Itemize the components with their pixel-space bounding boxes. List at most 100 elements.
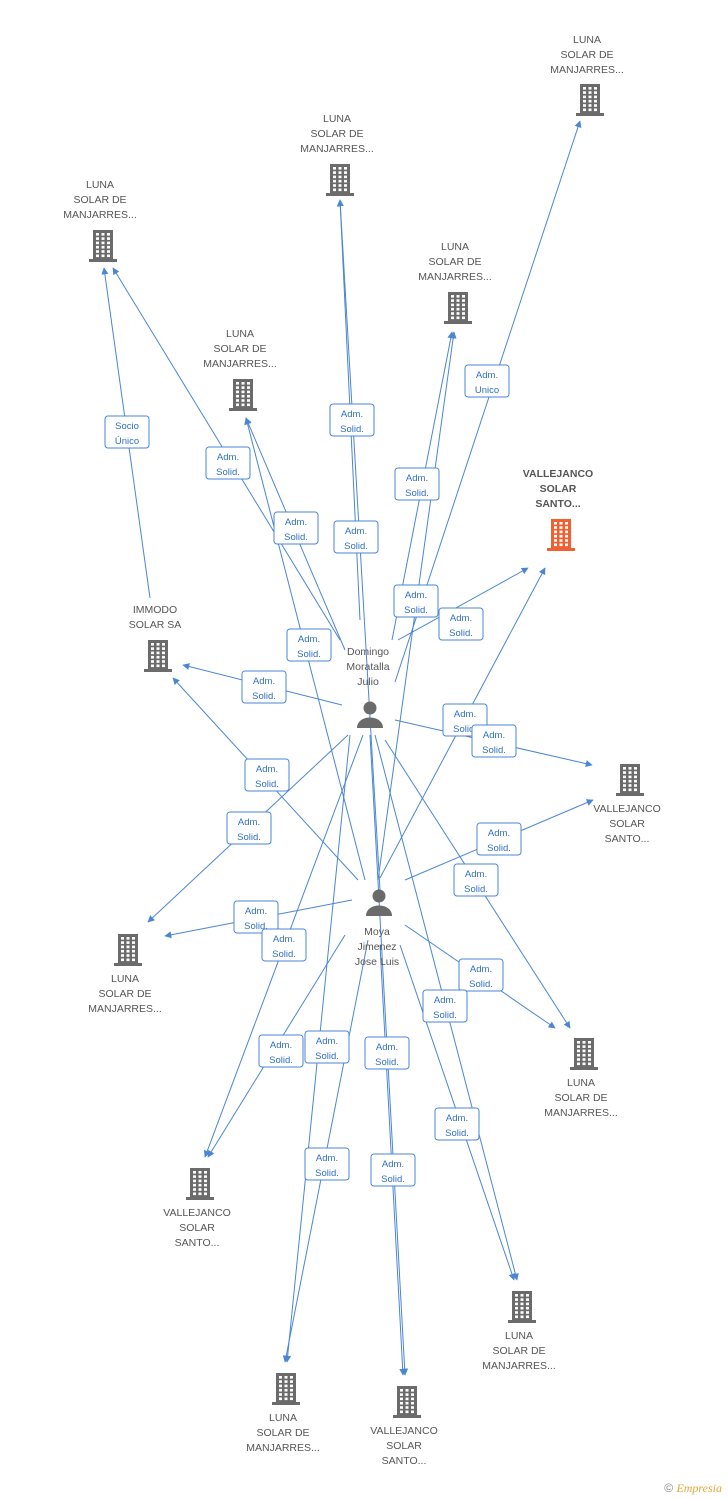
edge-label-6[interactable]: Adm.Solid. [333,520,379,554]
edge-label-box [471,724,517,758]
node-label: IMMODO [133,604,177,616]
node-v-right[interactable]: VALLEJANCOSOLARSANTO... [593,764,661,845]
edge-label-15[interactable]: Adm.Solid. [476,822,522,856]
node-label: LUNA [226,328,254,340]
edge-label-text: Solid. [272,949,296,960]
edge-label-24[interactable]: Adm.Solid. [434,1107,480,1141]
node-v-bottom-left[interactable]: VALLEJANCOSOLARSANTO... [163,1168,231,1249]
edge-line-9 [397,567,529,641]
edge-label-3[interactable]: Adm.Solid. [394,467,440,501]
edge-label-box [261,928,307,962]
node-label: MANJARRES... [88,1003,162,1015]
edge-label-5[interactable]: Adm.Solid. [273,511,319,545]
person-icon [357,701,383,728]
edge-label-7[interactable]: Adm.Solid. [393,584,439,618]
edge-label-13[interactable]: Adm.Solid. [244,758,290,792]
edge-label-text: Adm. [253,676,275,687]
edge-label-text: Adm. [316,1036,338,1047]
edge-label-text: Solid. [464,884,488,895]
building-icon [547,519,575,551]
edge-label-text: Solid. [453,724,477,735]
edge-label-box [393,584,439,618]
edge-label-box [286,628,332,662]
edge-label-9[interactable]: Adm.Solid. [286,628,332,662]
node-label: MANJARRES... [550,64,624,76]
edge-label-text: Solid. [284,532,308,543]
building-icon [616,764,644,796]
copyright-icon: © [664,1481,674,1495]
edge-label-text: Solid. [340,424,364,435]
node-label: LUNA [269,1412,297,1424]
edge-label-box [370,1153,416,1187]
edge-label-4[interactable]: Adm. Solid. [205,446,251,480]
edge-label-text: Solid. [315,1051,339,1062]
edge-label-0[interactable]: Adm.Unico [464,364,510,398]
edge-label-box [205,446,251,480]
node-label: SOLAR DE [98,988,151,1000]
edge-label-text: Solid. [252,691,276,702]
edge-label-box [464,364,510,398]
edge-label-19[interactable]: Adm.Solid. [458,958,504,992]
edge-label-text: Socio [115,421,139,432]
edge-label-text: Adm. [217,452,239,463]
edge-label-12[interactable]: Adm.Solid. [471,724,517,758]
edge-label-18[interactable]: Adm.Solid. [261,928,307,962]
edge-label-box [422,989,468,1023]
node-label: SOLAR DE [560,49,613,61]
edge-label-text: Adm. [376,1042,398,1053]
edge-label-text: Solid. [445,1128,469,1139]
edge-label-text: Solid. [487,843,511,854]
edge-label-10[interactable]: Adm. Solid. [241,670,287,704]
edge-label-text: Solid. [449,628,473,639]
edge-label-box [438,607,484,641]
edge-label-20[interactable]: Adm.Solid. [422,989,468,1023]
edge-label-text: Adm. [256,764,278,775]
node-label: LUNA [323,113,351,125]
edge-label-text: Solid. [216,467,240,478]
edge-label-8[interactable]: Adm.Solid. [438,607,484,641]
edge-label-17[interactable]: Adm.Solid. [233,900,279,934]
building-icon [272,1373,300,1405]
node-label: Jose Luis [355,956,399,968]
node-label: MANJARRES... [544,1107,618,1119]
edge-label-22[interactable]: Adm. Solid. [304,1030,350,1064]
edge-label-text: Solid. [469,979,493,990]
edge-label-21[interactable]: Adm.Solid. [258,1034,304,1068]
edge-label-16[interactable]: Adm.Solid. [453,863,499,897]
node-v-bottom[interactable]: VALLEJANCOSOLARSANTO... [370,1386,438,1467]
edge-label-14[interactable]: Adm.Solid. [226,811,272,845]
edge-label-26[interactable]: Adm.Solid. [370,1153,416,1187]
edge-label-text: Adm. [345,526,367,537]
node-label: VALLEJANCO [370,1425,438,1437]
node-label: MANJARRES... [418,271,492,283]
node-label: Moratalla [346,661,389,673]
edge-label-25[interactable]: Adm.Solid. [304,1147,350,1181]
building-icon [144,640,172,672]
brand-logo: Empresia [676,1481,722,1495]
edge-label-23[interactable]: Adm. Solid. [364,1036,410,1070]
building-icon [114,934,142,966]
edge-label-2[interactable]: Adm.Solid. [329,403,375,437]
node-label: SANTO... [175,1237,220,1249]
edge-label-box [476,822,522,856]
edge-label-text: Solid. [375,1057,399,1068]
node-focus[interactable]: VALLEJANCOSOLARSANTO... [523,468,593,551]
building-icon [576,84,604,116]
node-label: MANJARRES... [203,358,277,370]
building-icon [89,230,117,262]
